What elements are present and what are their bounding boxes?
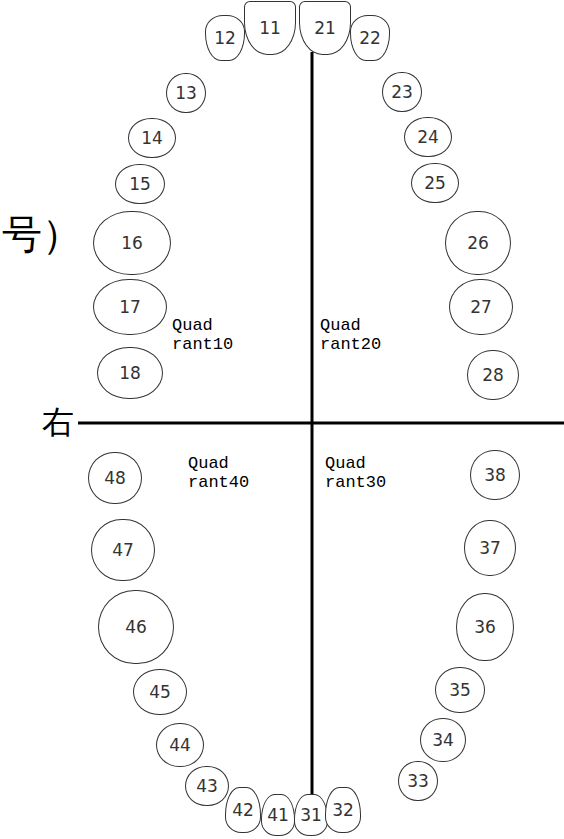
tooth-outline: 12: [205, 15, 245, 61]
tooth-outline: 43: [185, 766, 229, 806]
tooth-number: 46: [125, 619, 147, 636]
tooth-number: 48: [104, 470, 126, 487]
tooth-number: 16: [121, 235, 143, 252]
tooth-outline: 44: [156, 723, 204, 767]
tooth-number: 24: [417, 129, 439, 146]
tooth-outline: 24: [404, 117, 452, 157]
tooth-number: 35: [449, 682, 471, 699]
tooth-number: 13: [175, 85, 197, 102]
tooth-outline: 28: [467, 350, 519, 400]
tooth-outline: 32: [325, 787, 361, 833]
tooth-number: 22: [359, 30, 381, 47]
tooth-number: 33: [407, 773, 429, 790]
tooth-number: 42: [232, 802, 254, 819]
tooth-outline: 36: [456, 593, 514, 661]
tooth-outline: 18: [97, 347, 163, 399]
tooth-number: 14: [141, 130, 163, 147]
quadrant-label: Quad rant20: [320, 317, 392, 354]
tooth-outline: 14: [128, 118, 176, 158]
tooth-number: 38: [484, 467, 506, 484]
tooth-number: 26: [467, 235, 489, 252]
tooth-number: 37: [479, 540, 501, 557]
tooth-outline: 48: [88, 452, 142, 504]
quadrant-label: Quad rant30: [325, 455, 397, 492]
tooth-number: 31: [300, 807, 322, 824]
tooth-outline: 47: [91, 519, 155, 581]
tooth-outline: 16: [93, 211, 171, 275]
tooth-outline: 46: [98, 590, 174, 664]
tooth-number: 34: [432, 732, 454, 749]
tooth-number: 23: [391, 84, 413, 101]
tooth-number: 27: [470, 299, 492, 316]
tooth-number: 18: [119, 365, 141, 382]
tooth-outline: 45: [133, 669, 187, 715]
tooth-outline: 27: [449, 279, 513, 335]
heading-fragment: 号）: [2, 212, 82, 256]
tooth-number: 45: [149, 684, 171, 701]
tooth-number: 17: [119, 299, 141, 316]
tooth-outline: 42: [225, 787, 261, 833]
heading-fragment: 右: [42, 405, 74, 440]
tooth-outline: 34: [420, 718, 466, 762]
tooth-number: 44: [169, 737, 191, 754]
tooth-outline: 11: [244, 1, 296, 55]
tooth-number: 32: [332, 802, 354, 819]
quadrant-label: Quad rant40: [188, 455, 260, 492]
tooth-outline: 23: [382, 72, 422, 112]
tooth-outline: 31: [294, 794, 328, 836]
tooth-outline: 25: [411, 163, 459, 203]
horizontal-axis: [78, 422, 564, 425]
tooth-number: 25: [424, 175, 446, 192]
tooth-outline: 15: [115, 164, 165, 204]
tooth-number: 47: [112, 542, 134, 559]
tooth-number: 36: [474, 619, 496, 636]
tooth-number: 43: [196, 778, 218, 795]
tooth-number: 11: [259, 20, 281, 37]
tooth-outline: 13: [166, 73, 206, 113]
tooth-outline: 37: [464, 520, 516, 576]
tooth-outline: 21: [299, 1, 351, 55]
tooth-outline: 33: [398, 761, 438, 801]
tooth-outline: 35: [435, 667, 485, 713]
tooth-outline: 22: [350, 15, 390, 61]
quadrant-label: Quad rant10: [172, 317, 244, 354]
tooth-number: 21: [314, 20, 336, 37]
tooth-outline: 17: [93, 279, 167, 335]
tooth-number: 41: [267, 807, 289, 824]
tooth-number: 15: [129, 176, 151, 193]
tooth-number: 28: [482, 367, 504, 384]
tooth-number: 12: [214, 30, 236, 47]
tooth-outline: 38: [470, 450, 520, 500]
tooth-outline: 41: [261, 794, 295, 836]
vertical-axis: [311, 52, 314, 800]
tooth-outline: 26: [445, 211, 511, 275]
